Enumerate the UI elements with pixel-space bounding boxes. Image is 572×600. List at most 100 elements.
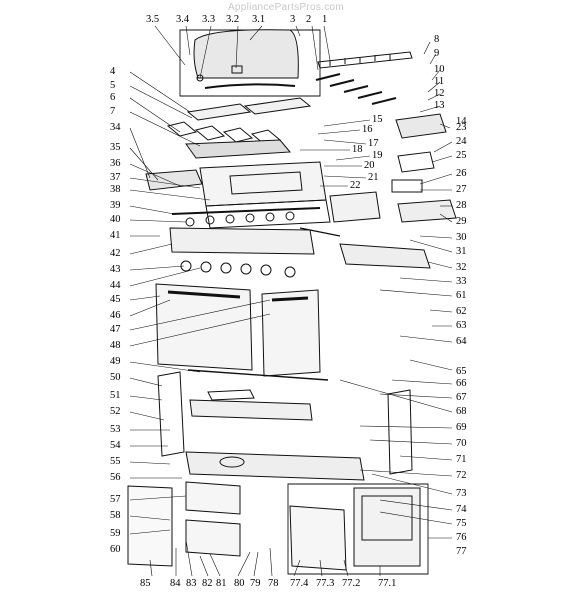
callout-78: 78	[268, 578, 279, 589]
callout-51: 51	[110, 390, 121, 401]
callout-16: 16	[362, 124, 373, 135]
callout-30: 30	[456, 232, 467, 243]
callout-75: 75	[456, 518, 467, 529]
callout-28: 28	[456, 200, 467, 211]
callout-36: 36	[110, 158, 121, 169]
callout-82: 82	[202, 578, 213, 589]
control-knobs	[185, 211, 295, 227]
callout-77-4: 77.4	[290, 578, 309, 589]
callout-8: 8	[434, 34, 440, 45]
callout-12: 12	[434, 88, 445, 99]
callout-67: 67	[456, 392, 467, 403]
callout-50: 50	[110, 372, 121, 383]
callout-1: 1	[322, 14, 328, 25]
right-side-panel	[339, 243, 431, 269]
fridge-group-frame	[287, 483, 429, 575]
callout-65: 65	[456, 366, 467, 377]
callout-31: 31	[456, 246, 467, 257]
hood-badge	[231, 65, 243, 74]
callout-3-4: 3.4	[176, 14, 190, 25]
callout-18: 18	[352, 144, 363, 155]
callout-26: 26	[456, 168, 467, 179]
callout-25: 25	[456, 150, 467, 161]
callout-9: 9	[434, 48, 440, 59]
gas-manifold	[171, 207, 321, 215]
callout-56: 56	[110, 472, 121, 483]
rotisserie-rod	[299, 227, 341, 237]
knob-bezels	[180, 260, 296, 278]
callout-21: 21	[368, 172, 379, 183]
callout-7: 7	[110, 106, 116, 117]
callout-47: 47	[110, 324, 121, 335]
callout-60: 60	[110, 544, 121, 555]
callout-15: 15	[372, 114, 383, 125]
callout-69: 69	[456, 422, 467, 433]
callout-71: 71	[456, 454, 467, 465]
callout-52: 52	[110, 406, 121, 417]
callout-11: 11	[434, 76, 445, 87]
callout-58: 58	[110, 510, 121, 521]
callout-77-3: 77.3	[316, 578, 335, 589]
callout-14: 14	[456, 116, 467, 127]
callout-46: 46	[110, 310, 121, 321]
side-burner	[391, 113, 457, 223]
callout-44: 44	[110, 280, 121, 291]
callout-3-1: 3.1	[252, 14, 266, 25]
hood	[193, 29, 299, 79]
callout-70: 70	[456, 438, 467, 449]
cart-frame	[157, 369, 413, 475]
callout-74: 74	[456, 504, 467, 515]
callout-45: 45	[110, 294, 121, 305]
callout-41: 41	[110, 230, 121, 241]
hood-thermometer	[196, 74, 204, 82]
callout-83: 83	[186, 578, 197, 589]
callout-62: 62	[456, 306, 467, 317]
callout-48: 48	[110, 340, 121, 351]
callout-77-1: 77.1	[378, 578, 397, 589]
callout-49: 49	[110, 356, 121, 367]
bottom-shelf	[185, 451, 365, 481]
propane-opening	[219, 456, 245, 468]
callout-17: 17	[368, 138, 379, 149]
callout-35: 35	[110, 142, 121, 153]
callout-2: 2	[306, 14, 312, 25]
callout-38: 38	[110, 184, 121, 195]
callout-42: 42	[110, 248, 121, 259]
callout-40: 40	[110, 214, 121, 225]
grease-tray	[329, 191, 381, 223]
callout-43: 43	[110, 264, 121, 275]
callout-39: 39	[110, 200, 121, 211]
callout-77-2: 77.2	[342, 578, 361, 589]
leader-lines	[129, 25, 453, 577]
callout-79: 79	[250, 578, 261, 589]
callout-72: 72	[456, 470, 467, 481]
callout-5: 5	[110, 80, 116, 91]
control-panel	[169, 227, 315, 255]
callout-3-2: 3.2	[226, 14, 240, 25]
callout-32: 32	[456, 262, 467, 273]
callout-20: 20	[364, 160, 375, 171]
callout-61: 61	[456, 290, 467, 301]
callout-3-3: 3.3	[202, 14, 216, 25]
callout-85: 85	[140, 578, 151, 589]
callout-27: 27	[456, 184, 467, 195]
callout-63: 63	[456, 320, 467, 331]
callout-53: 53	[110, 424, 121, 435]
warming-rack	[317, 51, 413, 69]
callout-57: 57	[110, 494, 121, 505]
callout-68: 68	[456, 406, 467, 417]
firebox	[199, 161, 331, 229]
callout-24: 24	[456, 136, 467, 147]
callout-6: 6	[110, 92, 116, 103]
side-burner-lid	[145, 169, 203, 191]
callout-76: 76	[456, 532, 467, 543]
callout-3: 3	[290, 14, 296, 25]
callout-37: 37	[110, 172, 121, 183]
callout-23: 23	[456, 122, 467, 133]
callout-64: 64	[456, 336, 467, 347]
callout-59: 59	[110, 528, 121, 539]
cooking-grates	[186, 97, 312, 121]
callout-80: 80	[234, 578, 245, 589]
